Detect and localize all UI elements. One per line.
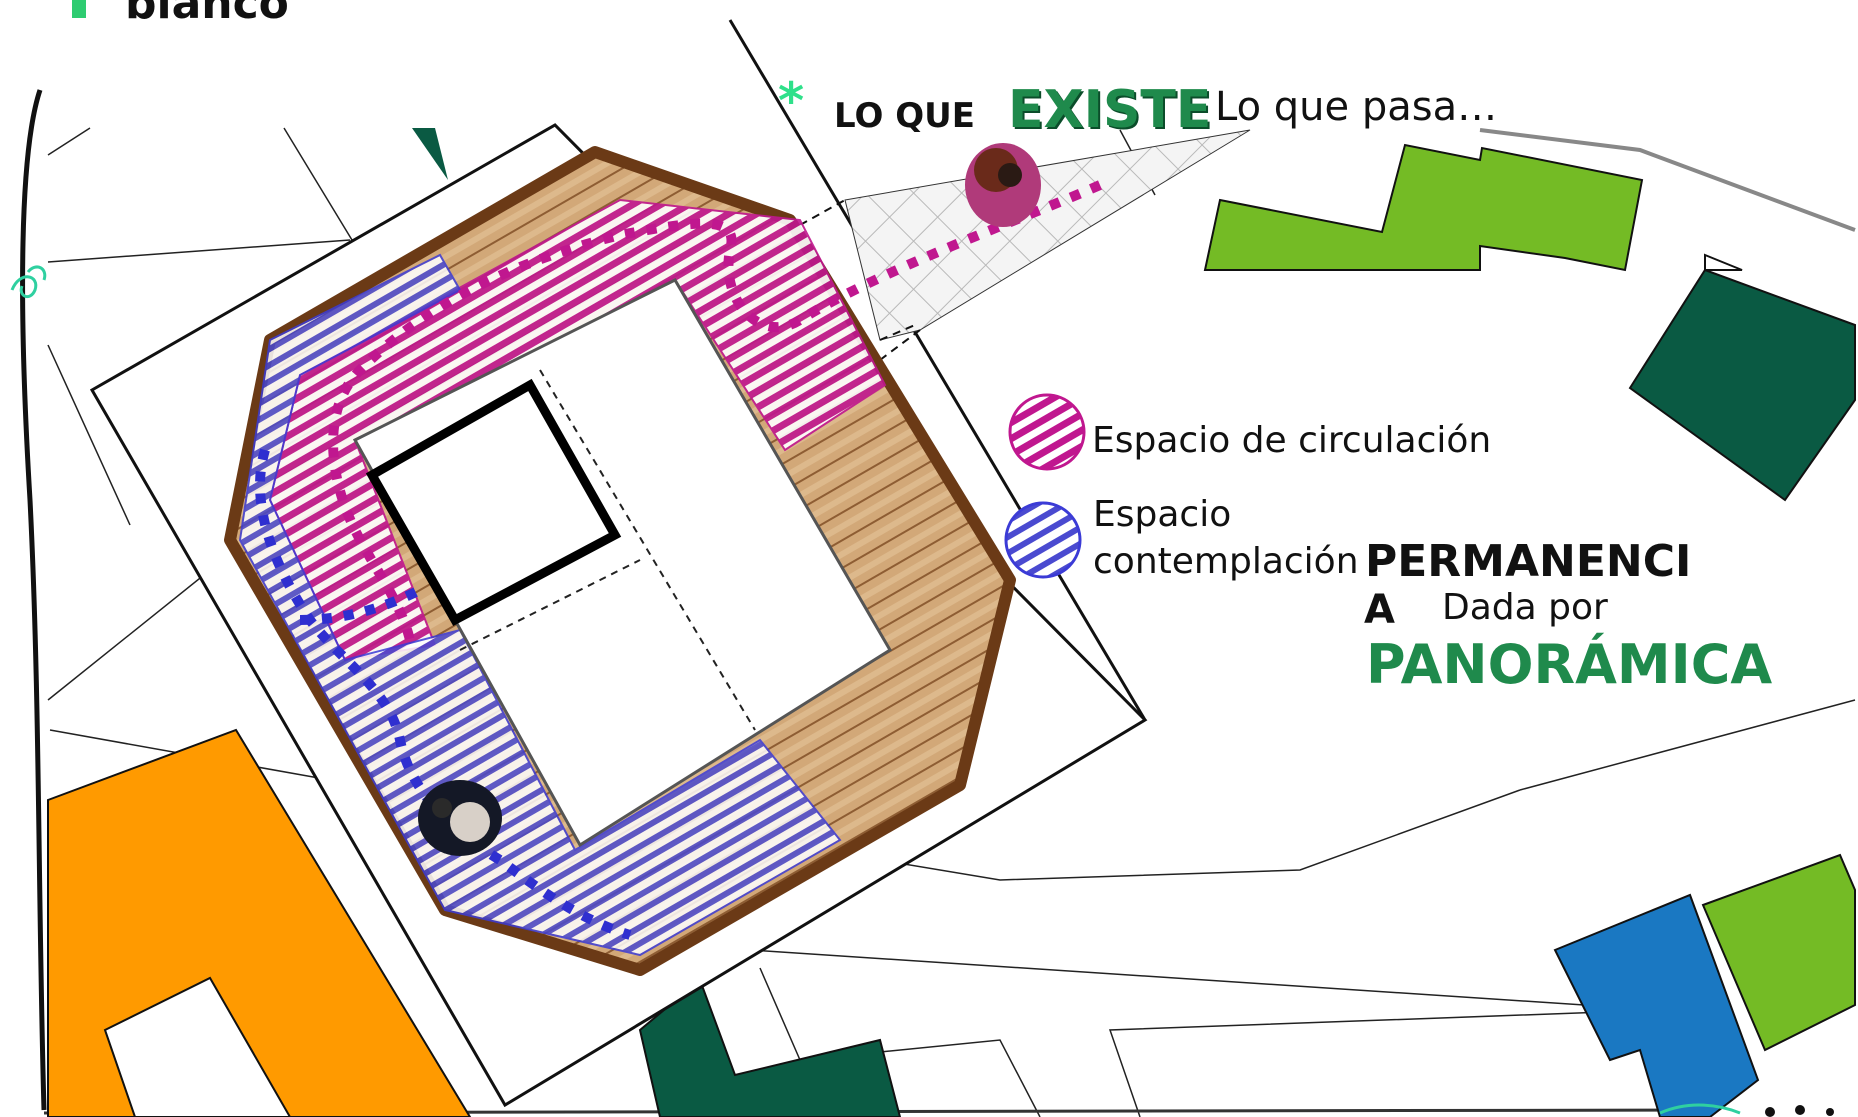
person-top-pink [965,143,1041,227]
person-top-dark [418,780,502,856]
legend-swatch-contemplation [1004,501,1082,579]
legend-label-circulation: Espacio de circulación [1092,420,1492,461]
heading-suffix: Lo que pasa… [1215,84,1498,130]
dark-green-building-right [1628,268,1856,502]
dark-green-sliver-top [412,128,448,180]
legend-label-contemplation-line1: Espacio [1093,494,1232,535]
walkway-strip [844,129,1251,341]
heading-highlight: EXISTE [1008,80,1212,140]
top-cut-word: blanco [125,0,289,29]
swirl-ornament-icon [10,265,47,299]
asterisk-icon: * [778,72,805,130]
contemplation-area [238,253,842,957]
permanencia-line1: PERMANENCI [1365,536,1692,587]
orange-cutout [103,976,292,1117]
legend-label-contemplation-line2: contemplación [1093,541,1359,582]
top-accent-bar [72,0,86,18]
permanencia-line2: A [1364,587,1395,633]
diagonal-road [728,19,1147,721]
black-square [365,378,622,627]
lime-building-bottom [1701,853,1856,1052]
contemplation-dotted-path [255,448,632,940]
lime-building-top [1203,143,1644,272]
corner-ornament-icon [1659,1103,1834,1117]
heading-prefix: LO QUE [834,96,975,136]
legend-swatch-circulation [1008,393,1086,471]
hand-drawn-border [20,89,47,1111]
dada-por-text: Dada por [1442,587,1608,628]
panoramica-title: PANORÁMICA [1366,633,1773,696]
blue-building [1553,893,1760,1117]
white-tip [1704,253,1743,271]
